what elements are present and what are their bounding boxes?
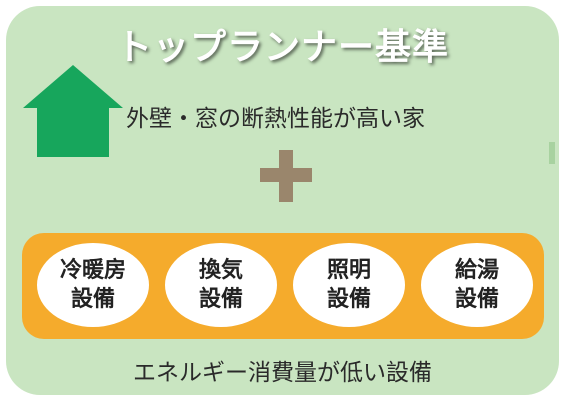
equipment-hvac-line1: 冷暖房 xyxy=(59,258,126,283)
envelope-label: 外壁・窓の断熱性能が高い家 xyxy=(126,106,425,132)
edge-marker xyxy=(549,142,555,164)
equipment-lighting-line1: 照明 xyxy=(326,258,371,283)
plus-icon xyxy=(260,150,312,202)
equipment-ventilation-line2: 設備 xyxy=(198,287,243,312)
equipment-hot-water: 給湯 設備 xyxy=(421,243,533,327)
equipment-hot-water-line2: 設備 xyxy=(454,287,499,312)
equipment-hot-water-line1: 給湯 xyxy=(454,258,499,283)
diagram-title: トップランナー基準 xyxy=(115,27,449,68)
equipment-ventilation: 換気 設備 xyxy=(165,243,277,327)
equipment-ventilation-line1: 換気 xyxy=(198,258,243,283)
equipment-hvac-line2: 設備 xyxy=(70,287,115,312)
equipment-lighting-line2: 設備 xyxy=(326,287,371,312)
equipment-label: エネルギー消費量が低い設備 xyxy=(133,360,432,386)
equipment-lighting: 照明 設備 xyxy=(293,243,405,327)
equipment-hvac: 冷暖房 設備 xyxy=(37,243,149,327)
house-icon xyxy=(23,65,123,157)
